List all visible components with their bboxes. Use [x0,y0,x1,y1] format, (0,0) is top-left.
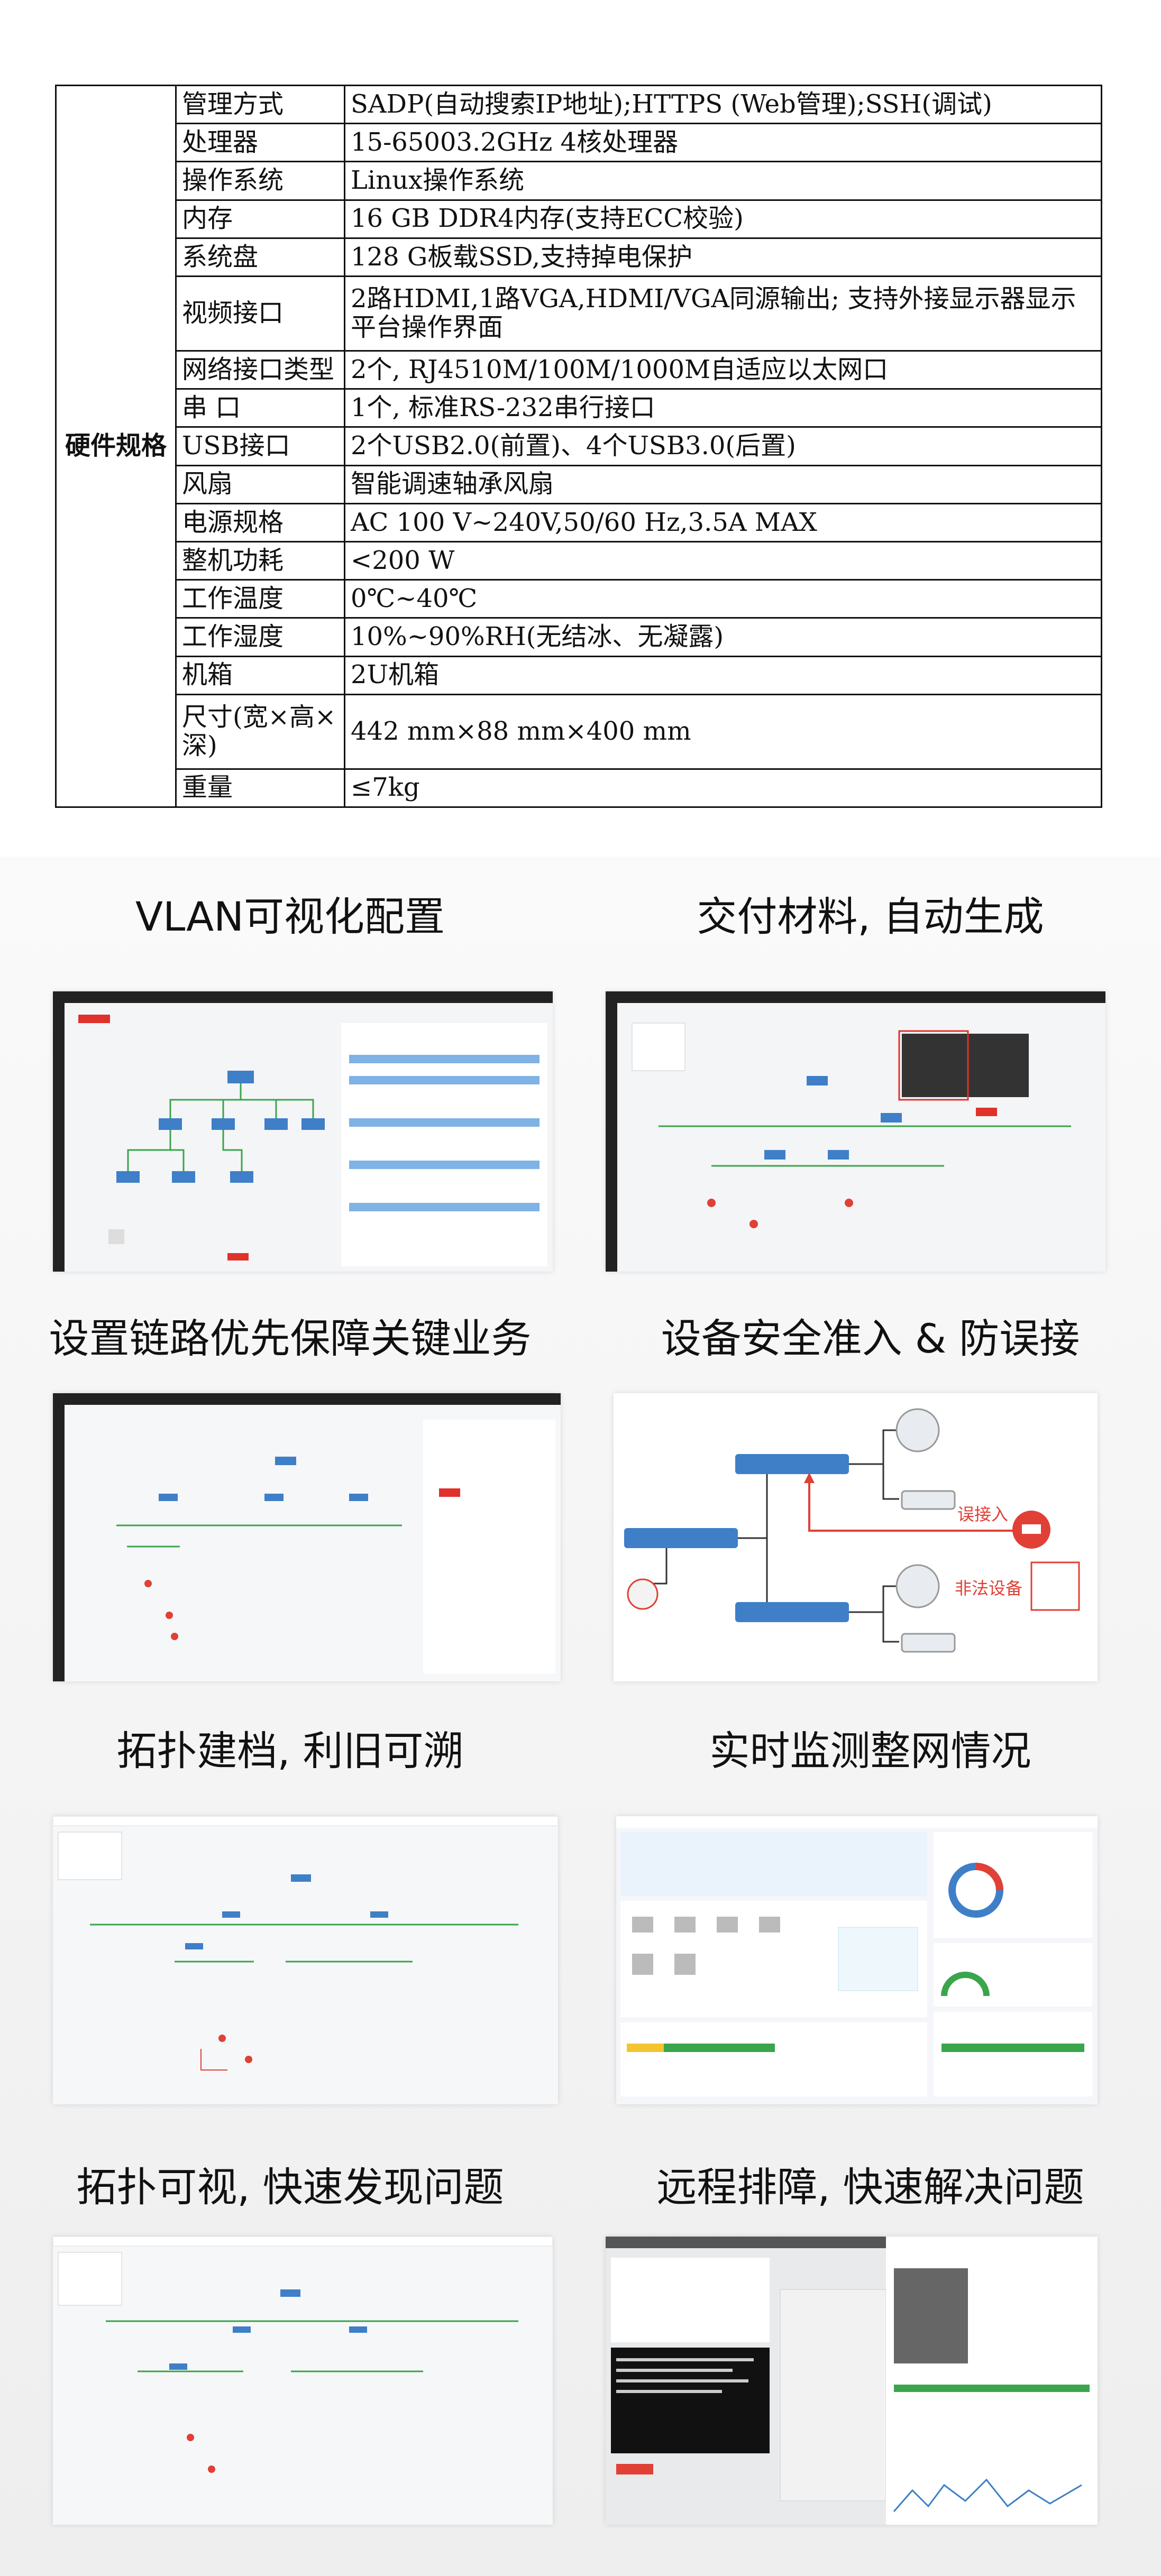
topology-archive-screenshot [53,1816,558,2104]
spec-value: Linux操作系统 [344,161,1102,201]
feature-title-remote-troubleshoot: 远程排障, 快速解决问题 [656,2164,1084,2211]
spec-key: 系统盘 [175,237,345,278]
spec-value: <200 W [344,540,1102,581]
spec-value: 2个USB2.0(前置)、4个USB3.0(后置) [344,426,1102,466]
spec-key: 操作系统 [175,161,345,201]
spec-value: 10%~90%RH(无结冰、无凝露) [344,617,1102,657]
spec-value: 15-65003.2GHz 4核处理器 [344,123,1102,163]
spec-value: 1个, 标准RS-232串行接口 [344,388,1102,428]
spec-value: 16 GB DDR4内存(支持ECC校验) [344,199,1102,239]
spec-key: 整机功耗 [175,540,345,581]
delivery-docs-screenshot [606,991,1105,1272]
spec-row: 重量≤7kg [56,768,1102,808]
spec-row: 风扇智能调速轴承风扇 [56,464,1102,504]
realtime-monitor-screenshot [616,1816,1098,2104]
spec-key: 处理器 [175,123,345,163]
illegal-device-label: 非法设备 [955,1578,1022,1598]
feature-title-topology-archive: 拓扑建档, 利旧可溯 [116,1727,464,1774]
spec-row: 尺寸(宽×高×深)442 mm×88 mm×400 mm [56,693,1102,770]
feature-title-link-priority: 设置链路优先保障关键业务 [49,1315,532,1362]
access-control-diagram: 误接入 非法设备 [614,1393,1098,1681]
vlan-config-screenshot [53,991,553,1272]
spec-value: 智能调速轴承风扇 [344,464,1102,504]
spec-key: 电源规格 [175,502,345,543]
spec-value: 442 mm×88 mm×400 mm [344,693,1102,770]
spec-key: 工作湿度 [175,617,345,657]
spec-row: 整机功耗<200 W [56,540,1102,581]
feature-title-vlan: VLAN可视化配置 [135,893,445,940]
spec-key: 尺寸(宽×高×深) [175,693,345,770]
feature-title-delivery: 交付材料, 自动生成 [697,893,1044,940]
spec-key: 工作温度 [175,579,345,619]
spec-value: 0℃~40℃ [344,579,1102,619]
features-section: VLAN可视化配置 交付材料, 自动生成 [0,857,1161,2576]
link-priority-screenshot [53,1393,561,1681]
spec-value: 2U机箱 [344,655,1102,695]
spec-key: 管理方式 [175,84,345,125]
spec-value: 128 G板载SSD,支持掉电保护 [344,237,1102,278]
spec-value: AC 100 V~240V,50/60 Hz,3.5A MAX [344,502,1102,543]
topology-visual-screenshot [53,2237,553,2525]
spec-key: 视频接口 [175,275,345,352]
spec-value: 2个, RJ4510M/100M/1000M自适应以太网口 [344,349,1102,390]
feature-title-access-control: 设备安全准入 & 防误接 [661,1315,1080,1362]
spec-key: USB接口 [175,426,345,466]
spec-key: 重量 [175,768,345,808]
spec-key: 内存 [175,199,345,239]
spec-key: 风扇 [175,464,345,504]
spec-key: 机箱 [175,655,345,695]
remote-troubleshoot-screenshot [606,2237,1098,2525]
spec-key: 网络接口类型 [175,349,345,390]
spec-key: 串 口 [175,388,345,428]
spec-value: SADP(自动搜索IP地址);HTTPS (Web管理);SSH(调试) [344,84,1102,125]
feature-title-topology-visual: 拓扑可视, 快速发现问题 [76,2164,504,2211]
feature-title-realtime-monitor: 实时监测整网情况 [709,1727,1031,1774]
spec-category: 硬件规格 [55,85,177,808]
spec-value: 2路HDMI,1路VGA,HDMI/VGA同源输出; 支持外接显示器显示平台操作… [344,275,1102,352]
misconnect-label: 误接入 [957,1504,1008,1524]
spec-value: ≤7kg [344,768,1102,808]
